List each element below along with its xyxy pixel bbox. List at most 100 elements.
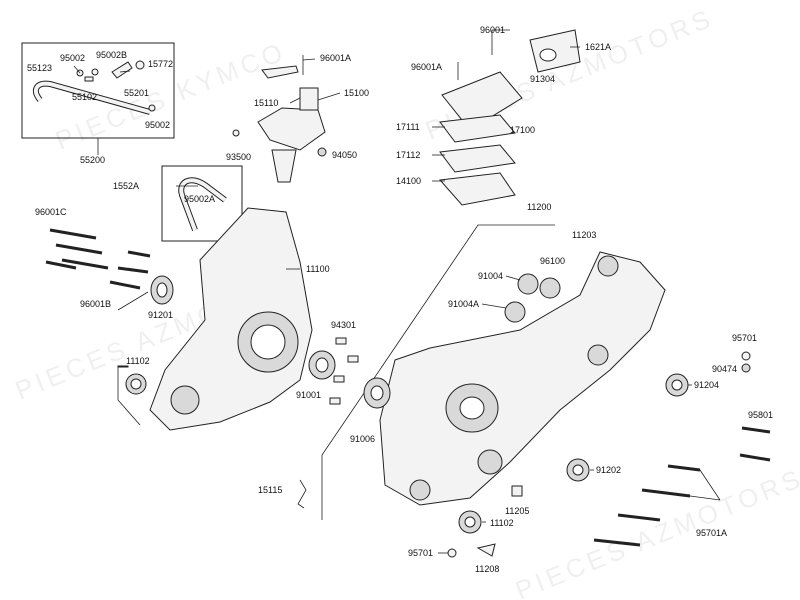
callout-96001a-2: 96001A (411, 62, 442, 72)
leader-91004a (481, 303, 507, 309)
callout-96001: 96001 (480, 25, 505, 35)
callout-15100: 15100 (344, 88, 369, 98)
clip-95002-b (148, 104, 156, 112)
reed-14100 (438, 172, 516, 206)
gasket-17111 (439, 114, 516, 143)
bolt-set-96001b (109, 250, 151, 290)
leader-lines (73, 29, 692, 554)
right-crankcase (379, 251, 666, 506)
hose-kit-group (21, 42, 175, 155)
gasket-17112 (439, 144, 516, 173)
callout-95801: 95801 (748, 410, 773, 420)
bracket-15110 (261, 65, 299, 79)
bolt-93500 (232, 129, 240, 137)
gasket-91304 (539, 48, 557, 62)
bolt-96001b-1 (127, 250, 151, 258)
clip-95002b (91, 68, 99, 76)
callout-11100: 11100 (306, 264, 330, 274)
callout-91001: 91001 (296, 390, 321, 400)
bolt-95701a-4 (593, 538, 641, 547)
bearing-91202-inner (572, 464, 584, 476)
callout-95701a: 95701A (696, 528, 727, 538)
part-55102 (84, 76, 94, 82)
callout-1621a: 1621A (585, 42, 611, 52)
bolt-95701a-1 (667, 464, 701, 472)
bracket-11102-top (117, 365, 129, 368)
callout-11208: 11208 (475, 564, 499, 574)
callout-15115: 15115 (258, 485, 282, 495)
right-crankcase-bore-inner (459, 396, 485, 420)
callout-11102-a: 11102 (126, 356, 150, 366)
callout-55200: 55200 (80, 155, 105, 165)
cover-1621a (529, 29, 581, 73)
callout-17111: 17111 (396, 122, 420, 132)
bearing-96100 (539, 277, 561, 299)
callout-11205: 11205 (505, 506, 529, 516)
oil-pump-body (257, 107, 326, 151)
right-crankcase-hole-1 (587, 344, 609, 366)
callout-91202: 91202 (596, 465, 621, 475)
callout-17112: 17112 (396, 150, 420, 160)
leader-55201 (119, 70, 131, 73)
right-crankcase-group (321, 224, 666, 520)
clamp-11208 (476, 543, 496, 557)
callout-15110: 15110 (254, 98, 278, 108)
left-crankcase-bore-inner (250, 324, 286, 360)
hose-1552a-frame (161, 165, 243, 242)
bearing-11102-b-inner (464, 516, 476, 528)
callout-95701-b: 95701 (408, 548, 433, 558)
callout-95002-a: 95002 (60, 53, 85, 63)
callout-96001c: 96001C (35, 207, 67, 217)
left-crankcase (149, 207, 313, 431)
bearing-11203 (597, 255, 619, 277)
hose-1552a-inner (179, 178, 227, 231)
seal-94050 (317, 147, 327, 157)
callout-91006: 91006 (350, 434, 375, 444)
dowel-1 (335, 337, 347, 345)
dowel-2 (347, 355, 359, 363)
leader-96001a-1 (302, 58, 316, 61)
callout-95701-a: 95701 (732, 333, 757, 343)
callout-90474: 90474 (712, 364, 737, 374)
callout-55201: 55201 (124, 88, 149, 98)
callout-96100: 96100 (540, 256, 565, 266)
left-crankcase-hole (170, 385, 200, 415)
clamp-15772 (135, 60, 145, 70)
callout-1552a: 1552A (113, 181, 139, 191)
callout-55123: 55123 (27, 63, 52, 73)
callout-labels: 95002 95002B 55123 15772 55102 55201 950… (27, 25, 773, 574)
bolt-set-96001c (45, 228, 109, 270)
bearing-11102-left-group (117, 365, 147, 426)
callout-17100: 17100 (510, 125, 535, 135)
callout-95002b: 95002B (96, 50, 127, 60)
callout-14100: 14100 (396, 176, 421, 186)
callout-11102-b: 11102 (490, 518, 514, 528)
washer-90474 (741, 363, 751, 373)
bearing-11102-a-inner (130, 378, 142, 390)
callout-91304: 91304 (530, 74, 555, 84)
bolt-96001b-3 (109, 280, 141, 290)
bolt-96001c-2 (55, 243, 103, 255)
left-crankcase-group (149, 207, 313, 431)
part-55201 (111, 61, 133, 79)
watermark-4: PIECES AZMOTORS (511, 462, 800, 600)
bolt-95701a-2 (641, 488, 691, 498)
bolt-95701-b (447, 548, 457, 558)
bolt-96001b-2 (117, 266, 149, 274)
reed-valve-group (438, 29, 581, 206)
bearing-91001-inner (315, 357, 329, 373)
callout-95002a: 95002A (184, 194, 215, 204)
callout-91004a: 91004A (448, 299, 479, 309)
dowel-group (308, 337, 359, 405)
callout-55102: 55102 (72, 92, 97, 102)
leader-95002-a (73, 65, 81, 74)
callout-94050: 94050 (332, 150, 357, 160)
dowel-4 (329, 397, 341, 405)
leader-15100 (317, 92, 341, 101)
oil-pump-shaft (271, 149, 297, 183)
intake-17100 (441, 71, 523, 131)
callout-11200: 11200 (527, 202, 551, 212)
leader-15110 (289, 97, 301, 104)
bearing-91204-inner (671, 379, 683, 391)
leader-96001b (117, 291, 149, 311)
